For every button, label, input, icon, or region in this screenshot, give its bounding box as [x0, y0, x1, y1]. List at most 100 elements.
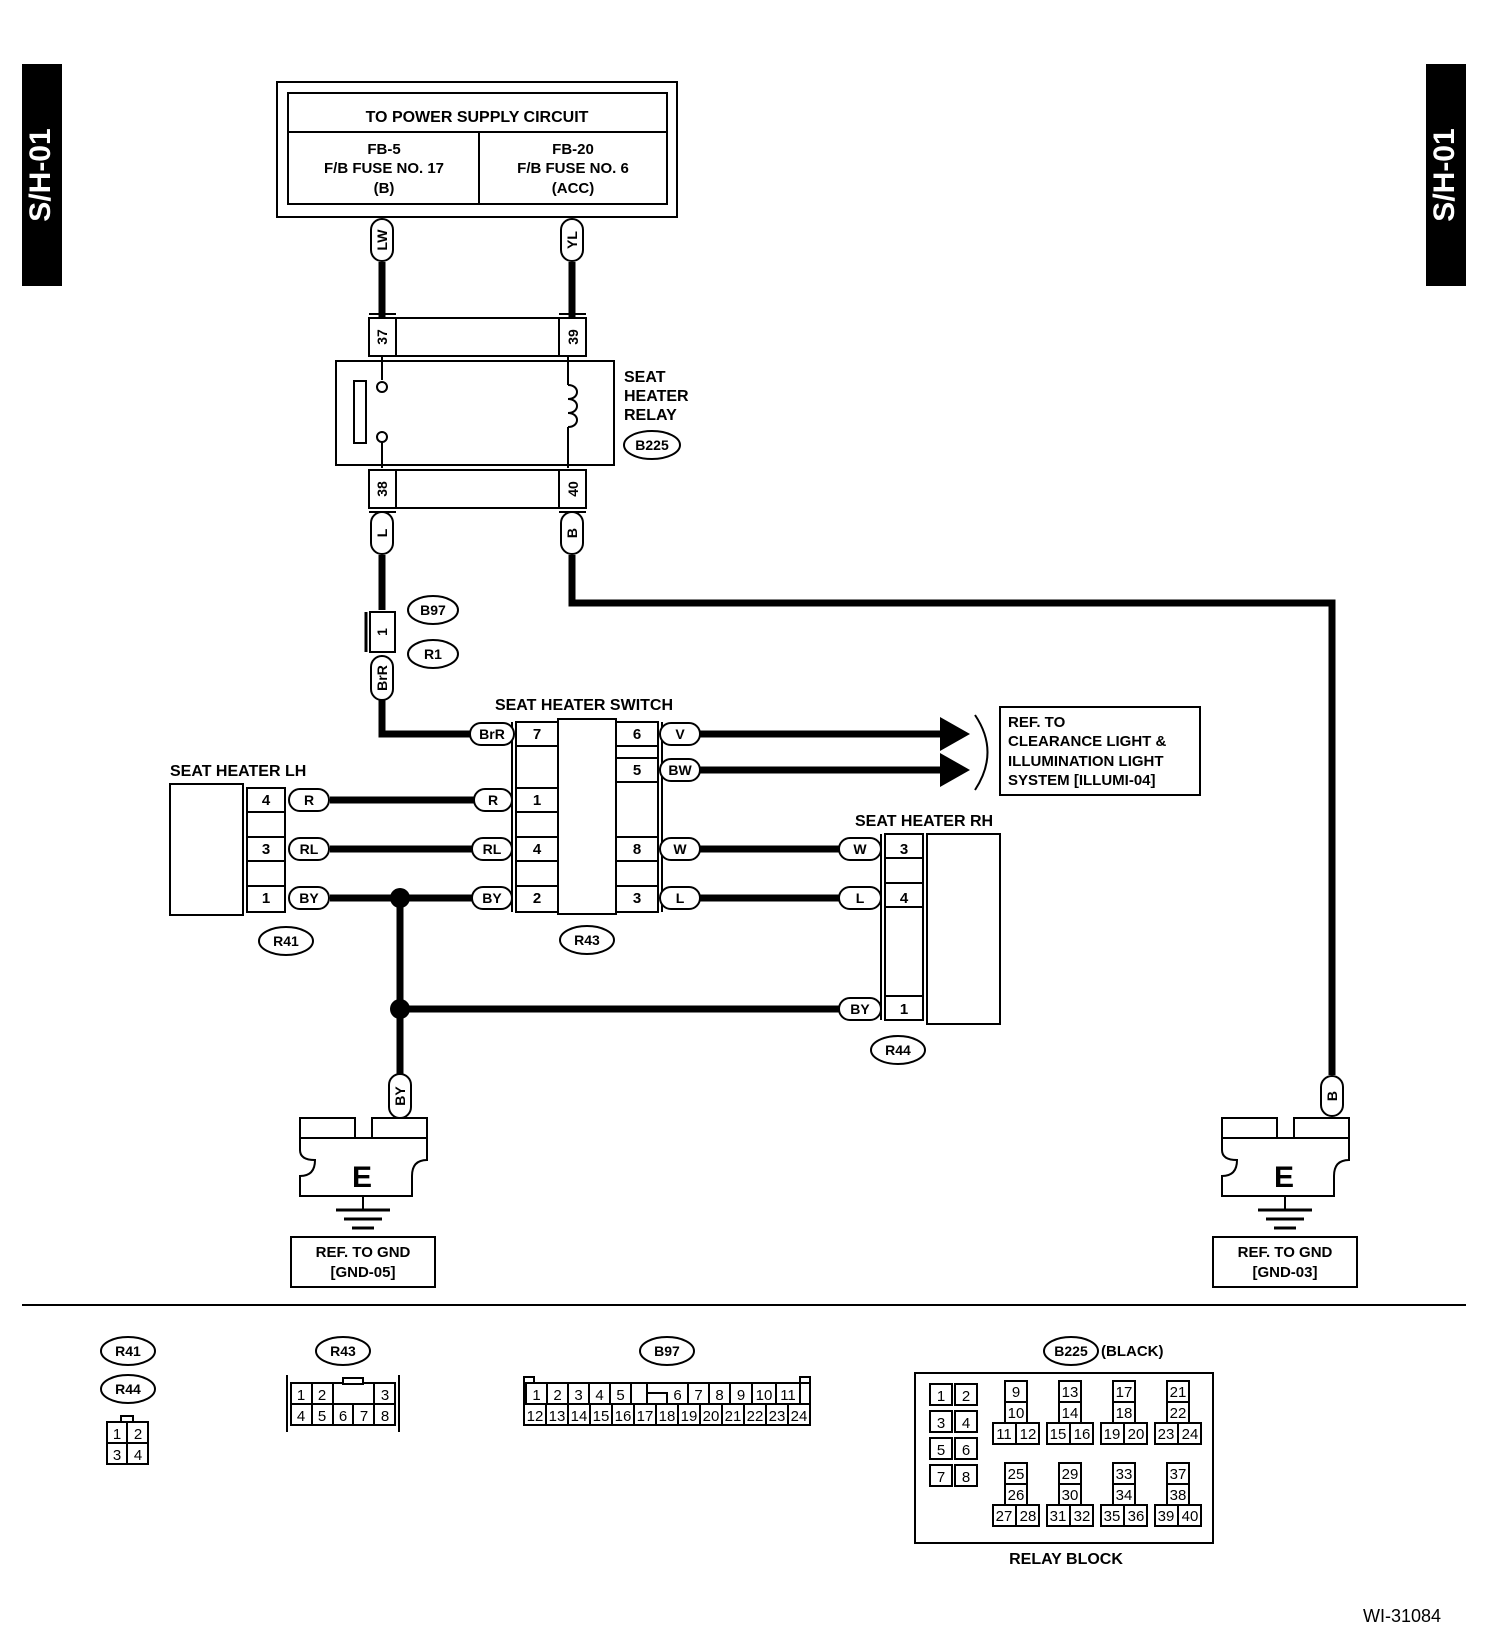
switch-pin-6: 6 [633, 726, 641, 743]
view-b225-color: (BLACK) [1101, 1343, 1163, 1360]
b225-pin-cell [929, 1383, 953, 1406]
heater-rh-pin-1: 1 [900, 1001, 908, 1018]
power-supply-box: TO POWER SUPPLY CIRCUIT FB-5 F/B FUSE NO… [276, 81, 678, 218]
view-r43-pin-6: 6 [339, 1408, 347, 1425]
joint-connector-r1: R1 [424, 646, 442, 662]
b225-pin: 24 [1182, 1426, 1199, 1443]
wire-tag-sw-rl: RL [483, 841, 502, 857]
wire-tag-lh-r: R [304, 792, 314, 808]
vertical-wire-tags: LW YL L B BrR BY B [370, 218, 1344, 1119]
wire-tag-l-top: L [374, 528, 390, 537]
switch-pin-4: 4 [533, 841, 542, 858]
wire-tag-rh-by: BY [850, 1001, 870, 1017]
tab-right-label: S/H-01 [1428, 128, 1461, 221]
view-r41-pin-1: 1 [113, 1426, 121, 1443]
view-b97-label: B97 [654, 1343, 680, 1359]
heater-lh-connector-id: R41 [273, 933, 299, 949]
wire-tag-sw-l: L [676, 890, 685, 906]
b97-pin: 15 [593, 1408, 610, 1425]
b97-pin: 24 [791, 1408, 808, 1425]
view-r41-pin-3: 3 [113, 1447, 121, 1464]
relay-pin-39: 39 [565, 329, 581, 345]
b225-pin: 38 [1170, 1487, 1187, 1504]
view-r43-pin-5: 5 [318, 1408, 326, 1425]
b225-pin: 22 [1170, 1405, 1187, 1422]
b225-pin: 6 [962, 1442, 970, 1459]
b97-pin: 19 [681, 1408, 698, 1425]
b225-pin-cell [1123, 1504, 1148, 1527]
ground-right-ref-1: REF. TO GND [1238, 1244, 1333, 1261]
b225-pin: 15 [1050, 1426, 1067, 1443]
b97-pin: 3 [574, 1387, 582, 1404]
b97-pin: 1 [532, 1387, 540, 1404]
b225-pin: 4 [962, 1415, 970, 1432]
b225-pin-cell [1015, 1422, 1040, 1445]
switch-pin-1: 1 [533, 792, 541, 809]
relay-pin-37: 37 [374, 329, 390, 345]
power-supply-left-2: F/B FUSE NO. 17 [324, 160, 444, 177]
b225-pin: 10 [1008, 1405, 1025, 1422]
b225-pin: 23 [1158, 1426, 1175, 1443]
relay-body [335, 356, 615, 468]
switch-pin-2: 2 [533, 890, 541, 907]
joint-connector-b97: B97 [420, 602, 446, 618]
wire-tag-sw-bw: BW [668, 762, 692, 778]
b225-pin: 21 [1170, 1384, 1187, 1401]
b225-pin: 2 [962, 1388, 970, 1405]
switch-pin-3: 3 [633, 890, 641, 907]
wire-tag-gnd-right-b: B [1324, 1091, 1340, 1101]
wire-tag-yl: YL [564, 231, 580, 249]
ref-illum-4: SYSTEM [ILLUMI-04] [1008, 772, 1156, 789]
wire-tag-sw-w: W [673, 841, 687, 857]
ground-left-ref-2: [GND-05] [330, 1264, 395, 1281]
b225-pin: 20 [1128, 1426, 1145, 1443]
b225-pin: 11 [996, 1426, 1012, 1443]
b225-pin: 17 [1116, 1384, 1133, 1401]
relay-label: SEAT HEATER RELAY B225 [623, 369, 689, 460]
b97-pin: 16 [615, 1408, 632, 1425]
b225-pin-cell [1123, 1422, 1148, 1445]
relay-block-label: RELAY BLOCK [1009, 1551, 1123, 1568]
connector-view-r41-r44: R41 R44 1 2 3 4 [100, 1336, 156, 1465]
view-r43-pin-4: 4 [297, 1408, 305, 1425]
b225-pin: 14 [1062, 1405, 1079, 1422]
wire-tag-sw-brr: BrR [479, 726, 505, 742]
b225-pin-cell [954, 1383, 978, 1406]
b225-pin: 12 [1020, 1426, 1037, 1443]
switch-pin-5: 5 [633, 762, 641, 779]
splice-dot-lower [390, 999, 410, 1019]
heater-rh-pin-3: 3 [900, 841, 908, 858]
power-supply-right-3: (ACC) [552, 180, 595, 197]
joint-connector: 1 B97 R1 [364, 595, 459, 669]
tab-right: S/H-01 [1426, 64, 1466, 286]
view-r41-label: R41 [115, 1343, 141, 1359]
view-r43-label: R43 [330, 1343, 356, 1359]
heater-lh-pin-1: 1 [262, 890, 270, 907]
b225-pin: 18 [1116, 1405, 1133, 1422]
b97-pin: 12 [527, 1408, 544, 1425]
b225-pin: 26 [1008, 1487, 1025, 1504]
b225-pin-cell [954, 1437, 978, 1460]
wire-tag-rh-l: L [856, 890, 865, 906]
joint-pin: 1 [374, 628, 390, 636]
b225-pin-cell [929, 1410, 953, 1433]
b225-pin: 25 [1008, 1466, 1025, 1483]
heater-rh-connector-id: R44 [885, 1042, 911, 1058]
power-supply-title: TO POWER SUPPLY CIRCUIT [366, 109, 589, 126]
seat-heater-rh: SEAT HEATER RH 3 4 1 W L BY R44 [838, 813, 1001, 1065]
relay-name-3: RELAY [624, 407, 677, 424]
b97-pin: 11 [780, 1387, 796, 1404]
b97-pin: 20 [703, 1408, 720, 1425]
wire-tag-lh-by: BY [299, 890, 319, 906]
ref-illum-3: ILLUMINATION LIGHT [1008, 753, 1164, 770]
relay-connector-bottom: 38 40 [368, 469, 587, 513]
b97-pin: 14 [571, 1408, 588, 1425]
heater-rh-pin-4: 4 [900, 890, 909, 907]
wires [330, 262, 1336, 1080]
figure-id: WI-31084 [1363, 1606, 1441, 1626]
wire-tag-gnd-left-by: BY [392, 1086, 408, 1106]
b225-pin-cell [954, 1410, 978, 1433]
